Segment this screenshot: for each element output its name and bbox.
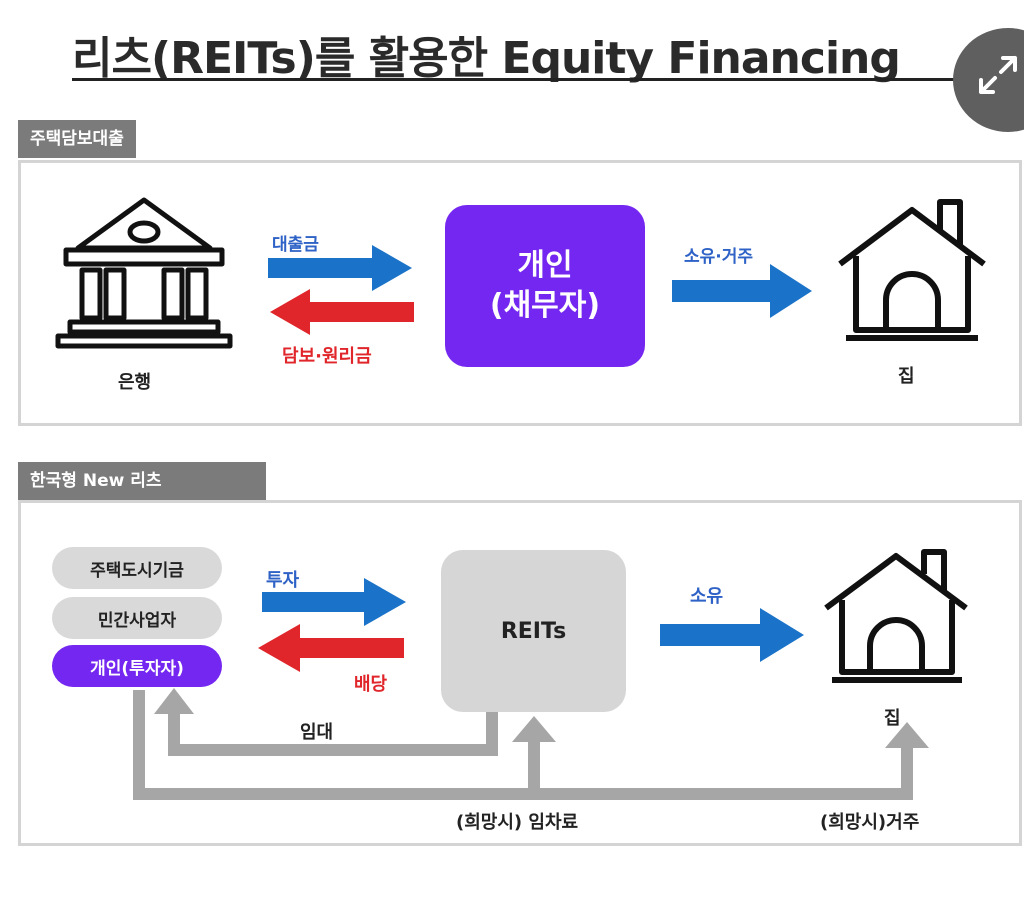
lease-arrow (154, 688, 498, 756)
page-title: 리츠(REITs)를 활용한 Equity Financing (72, 33, 901, 84)
collateral-label: 담보·원리금 (282, 346, 372, 367)
dividend-label: 배당 (354, 674, 388, 695)
title-underline (72, 78, 967, 81)
loan-label: 대출금 (272, 235, 319, 255)
expand-arrows-icon (979, 56, 1017, 94)
lease-label: 임대 (300, 722, 334, 743)
reside-label: (희망시)거주 (820, 812, 920, 833)
bank-label: 은행 (118, 372, 152, 393)
invest-label: 투자 (266, 570, 300, 591)
person-line1: 개인 (517, 248, 573, 283)
rent-reside-arrows (133, 690, 929, 800)
section1-tag: 주택담보대출 (18, 120, 136, 158)
reits-box: REITs (441, 550, 626, 712)
house-label-2: 집 (884, 708, 901, 729)
house-label-1: 집 (898, 366, 915, 387)
own-arrow (660, 608, 804, 662)
ownership-arrow (672, 264, 812, 318)
invest-arrow (262, 578, 406, 626)
dividend-arrow (258, 624, 404, 672)
collateral-arrow (270, 289, 414, 335)
loan-arrow (268, 245, 412, 291)
rent-label: (희망시) 임차료 (456, 812, 579, 833)
ownership-label: 소유·거주 (684, 247, 754, 267)
investor-private-developer: 민간사업자 (52, 597, 222, 639)
individual-debtor-box: 개인 (채무자) (445, 205, 645, 367)
investor-individual: 개인(투자자) (52, 645, 222, 687)
person-line2: (채무자) (489, 288, 601, 323)
house-icon-2 (824, 549, 968, 683)
investor-housing-fund: 주택도시기금 (52, 547, 222, 589)
house-icon (838, 199, 986, 341)
own-label: 소유 (690, 586, 724, 607)
bank-icon (55, 197, 233, 349)
section2-tag: 한국형 New 리츠 (18, 462, 266, 500)
